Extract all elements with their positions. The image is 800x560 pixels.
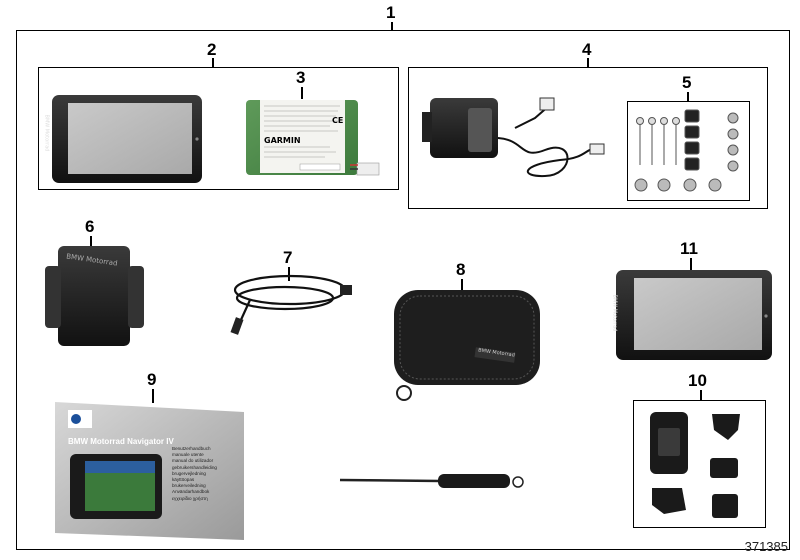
device-2-side-label: BMW Motorrad [43, 114, 50, 152]
leader-4 [587, 58, 589, 68]
manual-language: Benutzerhandbuch [172, 446, 211, 451]
leader-9 [152, 389, 154, 403]
outer-frame [16, 30, 790, 550]
callout-10: 10 [688, 371, 707, 390]
leader-2 [212, 58, 214, 68]
manual-language: manual do utilizador [172, 458, 214, 464]
leader-11 [690, 258, 692, 270]
manual-9 [55, 402, 244, 540]
manual-language: Användarhandbok [172, 489, 210, 495]
leader-3 [301, 87, 303, 99]
usb-cable-7 [230, 274, 352, 335]
device-11-side-label: BMW Motorrad [611, 294, 618, 332]
charger-10 [650, 412, 740, 518]
cradle-4 [422, 97, 605, 178]
case-8 [394, 290, 540, 401]
group-5-frame [627, 101, 750, 201]
callout-1: 1 [386, 3, 396, 22]
callout-7: 7 [283, 248, 293, 267]
manual-title: BMW Motorrad Navigator IV [68, 437, 174, 446]
group-10-frame [633, 400, 766, 528]
callout-4: 4 [582, 40, 592, 59]
callout-3: 3 [296, 68, 306, 87]
leader-7 [288, 267, 290, 281]
callout-2: 2 [207, 40, 217, 59]
leader-10 [700, 390, 702, 401]
battery-brand: GARMIN [264, 136, 301, 145]
navigator-device-2 [52, 95, 202, 183]
leader-1 [391, 22, 393, 31]
navigator-device-11 [616, 270, 772, 360]
cover-6 [45, 246, 144, 346]
callout-11: 11 [680, 239, 698, 258]
manual-language: manuale utente [172, 452, 204, 458]
battery-ce-mark: CE [332, 116, 344, 125]
callout-6: 6 [85, 217, 95, 236]
callout-9: 9 [147, 370, 157, 389]
diagram-number: 371385 [744, 539, 788, 554]
callout-8: 8 [456, 260, 466, 279]
manual-language: brugervejledning [172, 470, 206, 476]
leader-8 [461, 279, 463, 293]
battery-3 [246, 100, 380, 176]
screwdriver [339, 474, 524, 488]
manual-language: brukerveiledning [172, 483, 206, 489]
manual-language: gebruikershandleiding [172, 464, 217, 470]
manual-languages: Benutzerhandbuch manuale utente manual d… [172, 446, 217, 502]
screws-5 [634, 109, 739, 192]
group-2-frame [38, 67, 399, 190]
callout-5: 5 [682, 73, 692, 92]
manual-language: εγχειρίδιο χρήστη [172, 495, 208, 501]
leader-5 [687, 92, 689, 102]
leader-6 [90, 236, 92, 248]
manual-language: käyttöopas [172, 477, 195, 483]
